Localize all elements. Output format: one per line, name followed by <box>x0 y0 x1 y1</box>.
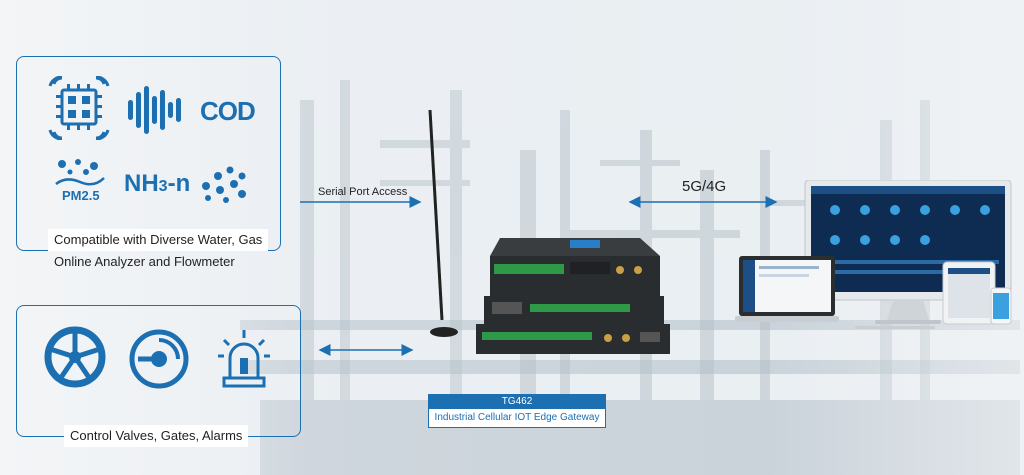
cellular-link-label: 5G/4G <box>682 178 727 195</box>
control-panel-label: Control Valves, Gates, Alarms <box>64 425 249 447</box>
gateway-name: Industrial Cellular IOT Edge Gateway <box>434 412 600 423</box>
analyzer-panel-label-2: Online Analyzer and Flowmeter <box>54 254 235 269</box>
antenna <box>428 110 444 321</box>
sensor-chip-icon <box>48 76 110 140</box>
cod-icon: COD <box>200 96 256 126</box>
gateway-model: TG462 <box>429 395 605 409</box>
gateway-top-unit <box>490 238 660 296</box>
gateway-bottom-unit <box>476 324 670 354</box>
alarm-beacon-icon <box>218 330 270 388</box>
gateway-middle-unit <box>484 296 664 324</box>
nh3n-prefix: NH <box>124 170 159 197</box>
nh3n-suffix: -n <box>167 170 191 197</box>
monitoring-devices <box>735 180 1012 329</box>
valve-wheel-icon <box>44 326 106 388</box>
sound-wave-icon <box>128 86 181 134</box>
gate-dial-icon <box>129 329 189 389</box>
analyzer-panel-label: Compatible with Diverse Water, Gas <box>48 229 269 251</box>
pm25-icon-graphic <box>55 159 105 186</box>
pm25-icon: PM2.5 <box>62 188 100 203</box>
tablet <box>942 261 996 325</box>
nh3n-sub: 3 <box>158 178 168 195</box>
laptop <box>735 256 839 322</box>
nh3n-icon: NH3-n <box>124 170 190 198</box>
serial-link-label: Serial Port Access <box>318 186 408 198</box>
particles-icon <box>202 166 246 203</box>
gateway-device <box>428 110 670 354</box>
gateway-label-box: TG462 Industrial Cellular IOT Edge Gatew… <box>428 394 606 428</box>
phone <box>990 287 1012 325</box>
